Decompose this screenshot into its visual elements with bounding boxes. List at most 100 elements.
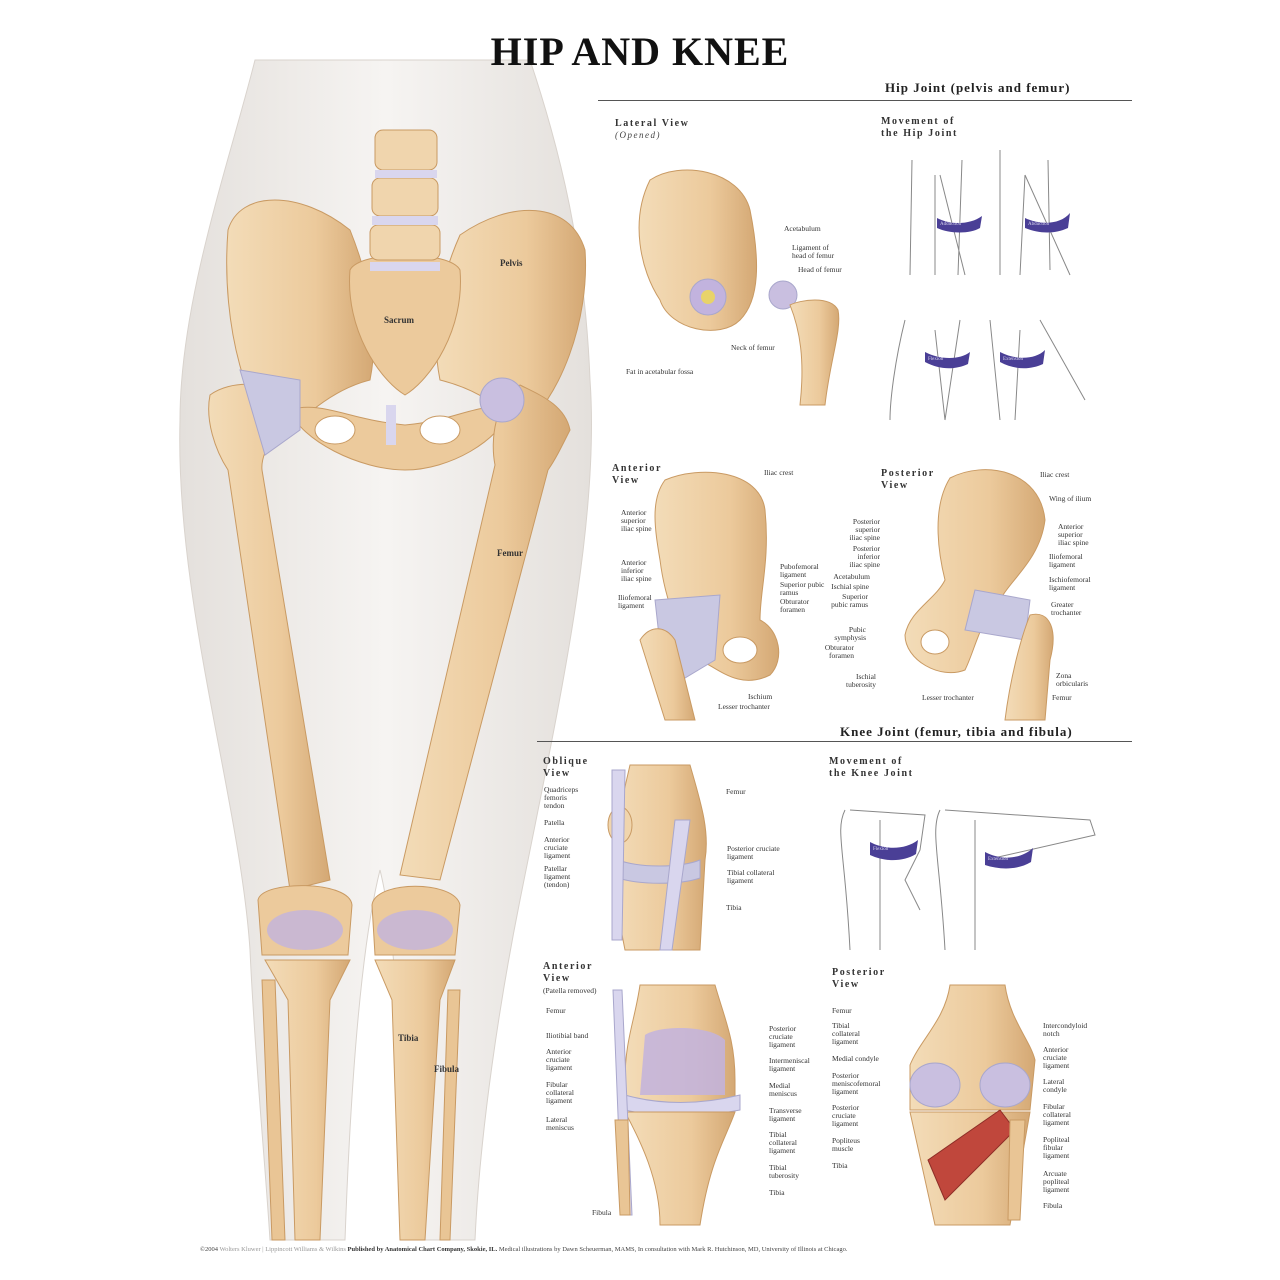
anatomy-label: Fat in acetabular fossa xyxy=(626,367,694,376)
anatomy-label: Intermeniscal ligament xyxy=(769,1056,810,1073)
knee-movement-arrows xyxy=(870,840,1033,869)
footer: ©2004 Wolters Kluwer | Lippincott Willia… xyxy=(200,1246,847,1253)
anatomy-label: Obturator foramen xyxy=(780,597,810,614)
anatomy-label: Femur xyxy=(832,1006,852,1015)
anatomy-label: Femur xyxy=(726,787,746,796)
anatomy-label: Iliofemoral ligament xyxy=(618,593,652,610)
anatomy-label: Posterior inferior iliac spine xyxy=(849,544,880,569)
anatomy-label: Superior pubic ramus xyxy=(831,592,868,609)
knee-section-heading: Knee Joint (femur, tibia and fibula) xyxy=(840,724,1073,739)
published-by: Published by Anatomical Chart Company, S… xyxy=(347,1246,498,1253)
anatomy-label: Tibial tuberosity xyxy=(769,1163,799,1180)
credits: Medical illustrations by Dawn Scheuerman… xyxy=(498,1246,848,1253)
anatomy-label: Fibula xyxy=(1043,1201,1063,1210)
anatomy-label: Lateral meniscus xyxy=(546,1115,574,1132)
hip-section-heading: Hip Joint (pelvis and femur) xyxy=(885,80,1071,95)
anatomy-label: Anterior superior iliac spine xyxy=(621,508,652,533)
anatomy-label: Fibular collateral ligament xyxy=(1043,1102,1071,1127)
posterior-knee-title: Posterior View xyxy=(832,967,886,990)
anatomy-label: Iliotibial band xyxy=(546,1031,589,1040)
anatomy-label: Ischial spine xyxy=(831,582,869,591)
anatomy-label: Tibia xyxy=(726,903,742,912)
anatomy-label: Tibial collateral ligament xyxy=(832,1021,860,1046)
anatomy-label: Acetabulum xyxy=(833,572,870,581)
knee-movement-sketches xyxy=(840,809,1096,951)
lateral-view-illustration xyxy=(638,169,840,406)
anatomy-label: Anterior cruciate ligament xyxy=(546,1047,573,1072)
anterior-knee-title: Anterior View xyxy=(543,961,594,984)
posterior-knee-illustration xyxy=(909,984,1036,1226)
knee-movement-title: Movement of the Knee Joint xyxy=(829,756,914,779)
hip-movement-title: Movement of the Hip Joint xyxy=(881,116,958,139)
anatomy-label: Lateral condyle xyxy=(1043,1077,1067,1094)
anatomy-label: Arcuate popliteal ligament xyxy=(1043,1169,1070,1194)
anatomy-label: Posterior cruciate ligament xyxy=(727,844,780,861)
oblique-knee-illustration xyxy=(607,764,707,951)
anatomy-label: Zona orbicularis xyxy=(1056,671,1089,688)
anatomy-label: Posterior superior iliac spine xyxy=(849,517,880,542)
anatomy-label: Iliac crest xyxy=(1040,470,1070,479)
movement-arrow-label: Abduction xyxy=(1028,222,1050,227)
anatomy-label: Anterior cruciate ligament xyxy=(1043,1045,1070,1070)
anterior-knee-illustration xyxy=(612,984,741,1226)
anatomy-label: Acetabulum xyxy=(784,224,821,233)
anatomy-label: Tibia xyxy=(398,1033,419,1043)
knee-section-rule xyxy=(537,741,1132,742)
anatomy-label: Tibial collateral ligament xyxy=(769,1130,797,1155)
anatomy-label: Popliteal fibular ligament xyxy=(1043,1135,1070,1160)
anterior-hip-title: Anterior View xyxy=(612,463,663,486)
movement-arrow-label: Extension xyxy=(1003,357,1023,362)
anatomy-label: Anterior superior iliac spine xyxy=(1058,522,1089,547)
anatomy-label: Patella xyxy=(544,818,565,827)
anatomy-label: Anterior cruciate ligament xyxy=(544,835,571,860)
anatomy-label: Fibular collateral ligament xyxy=(546,1080,574,1105)
anatomy-label: Ischiofemoral ligament xyxy=(1049,575,1091,592)
posterior-hip-title: Posterior View xyxy=(881,468,935,491)
lateral-view-title: Lateral View xyxy=(615,118,690,129)
posterior-hip-illustration xyxy=(904,469,1054,721)
anatomy-label: Anterior inferior iliac spine xyxy=(621,558,652,583)
movement-arrow-label: Extension xyxy=(988,857,1008,862)
movement-arrow-label: Adduction xyxy=(940,222,962,227)
anatomy-label: Greater trochanter xyxy=(1051,600,1082,617)
anatomy-label: Popliteus muscle xyxy=(832,1136,860,1153)
anatomy-label: Posterior meniscofemoral ligament xyxy=(832,1071,881,1096)
anatomy-label: Medial meniscus xyxy=(769,1081,797,1098)
anatomy-label: Ligament of head of femur xyxy=(792,243,835,260)
anatomy-label: Fibula xyxy=(434,1064,460,1074)
anatomy-label: Patellar ligament (tendon) xyxy=(544,864,571,889)
anatomy-label: Pubofemoral ligament xyxy=(780,562,819,579)
anatomy-label: Superior pubic ramus xyxy=(780,580,825,597)
anatomy-label: Tibia xyxy=(832,1161,848,1170)
oblique-knee-title: Oblique View xyxy=(543,756,589,779)
anatomy-label: Posterior cruciate ligament xyxy=(832,1103,860,1128)
anatomy-label: Femur xyxy=(1052,693,1072,702)
anatomy-label: Sacrum xyxy=(384,315,414,325)
page-title: HIP AND KNEE xyxy=(490,29,790,74)
anatomy-label: Intercondyloid notch xyxy=(1043,1021,1088,1038)
anterior-hip-illustration xyxy=(639,471,780,721)
anatomy-label: Pelvis xyxy=(500,258,523,268)
anatomy-label: Ischium xyxy=(748,692,773,701)
movement-arrow-label: Flexion xyxy=(873,847,889,852)
lateral-view-subtitle: (Opened) xyxy=(615,130,661,140)
anatomy-label: Medial condyle xyxy=(832,1054,879,1063)
anatomy-label: Wing of ilium xyxy=(1049,494,1092,503)
anatomy-label: Posterior cruciate ligament xyxy=(769,1024,797,1049)
anatomy-label: Femur xyxy=(497,548,523,558)
anatomy-label: Obturator foramen xyxy=(824,643,854,660)
anatomy-label: Head of femur xyxy=(798,265,842,274)
anatomy-label: Transverse ligament xyxy=(769,1106,802,1123)
anatomy-label: Fibula xyxy=(592,1208,612,1217)
anatomy-label: Quadriceps femoris tendon xyxy=(544,785,579,810)
copyright: ©2004 xyxy=(200,1246,218,1253)
anatomy-label: Femur xyxy=(546,1006,566,1015)
hip-section-rule xyxy=(598,100,1132,101)
anatomy-label: Lesser trochanter xyxy=(922,693,974,702)
anatomy-label: Tibia xyxy=(769,1188,785,1197)
anatomy-label: Ischial tuberosity xyxy=(846,672,876,689)
publisher-logo: Wolters Kluwer | Lippincott Williams & W… xyxy=(219,1246,346,1253)
hip-movement-sketches xyxy=(889,150,1086,421)
